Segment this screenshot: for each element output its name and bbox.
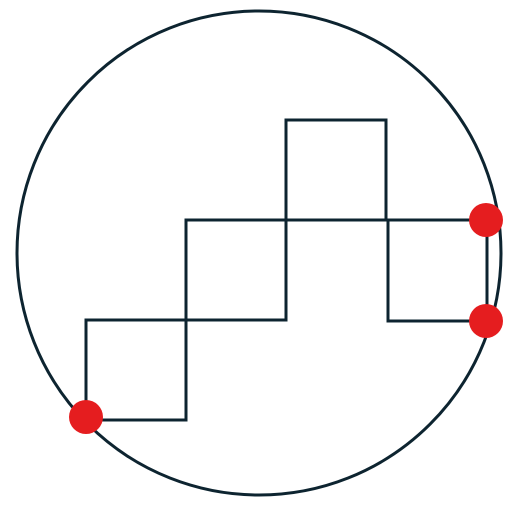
marked-points — [69, 203, 503, 434]
point-left-bottom — [69, 400, 103, 434]
point-right-upper — [469, 203, 503, 237]
outer-circle — [15, 9, 503, 497]
point-right-lower — [469, 304, 503, 338]
